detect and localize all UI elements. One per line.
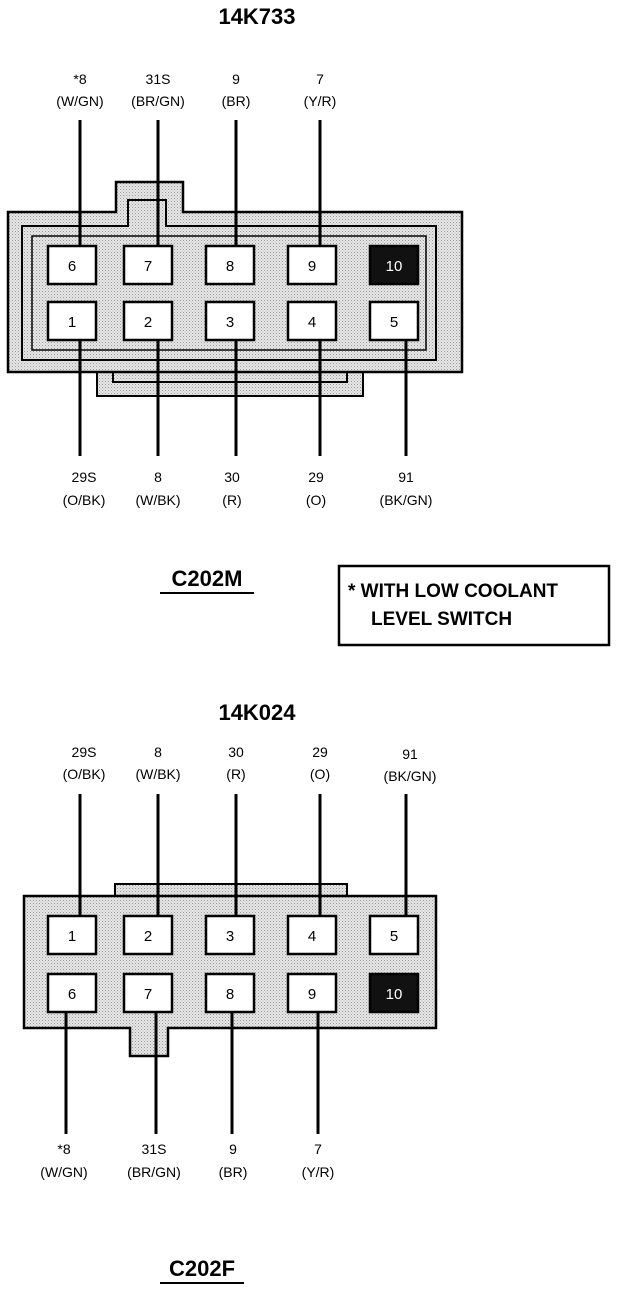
- pin-number: 8: [226, 986, 234, 1003]
- wire-label-color: (O/BK): [63, 492, 106, 508]
- wire-label-color: (BR): [222, 93, 251, 109]
- pin-cavity-unused: [368, 972, 420, 1014]
- pin-cavity: [204, 972, 256, 1014]
- wire-label-color: (O): [310, 766, 330, 782]
- pin-number: 6: [68, 258, 76, 275]
- wire-label-circuit: 31S: [146, 71, 171, 87]
- pin-cavity: [46, 914, 98, 956]
- wire-label-color: (W/BK): [135, 492, 180, 508]
- wire-label-circuit: 9: [232, 71, 240, 87]
- pin-number: 10: [386, 258, 403, 275]
- wire-label-color: (W/GN): [56, 93, 103, 109]
- pin-cavity: [368, 300, 420, 342]
- wire-label-circuit: 91: [398, 469, 414, 485]
- wire-label-color: (BR/GN): [127, 1164, 181, 1180]
- note-box: * WITH LOW COOLANT LEVEL SWITCH: [337, 564, 611, 647]
- pin-cavity-unused: [368, 244, 420, 286]
- wire-label-color: (W/BK): [135, 766, 180, 782]
- pin-cavity: [204, 300, 256, 342]
- wire-label-circuit: 30: [224, 469, 240, 485]
- wire-label-circuit: *8: [73, 71, 86, 87]
- wire-label-circuit: 29: [312, 744, 328, 760]
- pin-cavity: [204, 244, 256, 286]
- pin-number: 8: [226, 258, 234, 275]
- pin-number: 10: [386, 986, 403, 1003]
- pin-cavity: [46, 300, 98, 342]
- wire-label-circuit: *8: [57, 1141, 70, 1157]
- wire-label-circuit: 31S: [142, 1141, 167, 1157]
- pin-number: 9: [308, 986, 316, 1003]
- wire-label-color: (BK/GN): [380, 492, 433, 508]
- pin-cavity: [122, 972, 174, 1014]
- connector-name-c202f: C202F: [169, 1256, 235, 1281]
- pin-number: 9: [308, 258, 316, 275]
- pin-number: 5: [390, 314, 398, 331]
- c202f-lower-wire-labels: *8 (W/GN) 31S (BR/GN) 9 (BR) 7 (Y/R): [40, 1141, 334, 1180]
- wire-label-circuit: 30: [228, 744, 244, 760]
- pin-number: 4: [308, 928, 316, 945]
- pin-number: 1: [68, 928, 76, 945]
- pin-cavity: [286, 244, 338, 286]
- part-number-14k024: 14K024: [218, 700, 296, 725]
- wire-label-color: (Y/R): [302, 1164, 335, 1180]
- c202f-wires: [64, 794, 408, 1134]
- pin-number: 7: [144, 986, 152, 1003]
- c202f-lower-pins: 6 7 8 9 10: [46, 972, 420, 1014]
- note-line-2: LEVEL SWITCH: [371, 609, 512, 630]
- c202f-upper-wire-labels: 29S (O/BK) 8 (W/BK) 30 (R) 29 (O) 91 (BK…: [63, 744, 437, 784]
- pin-cavity: [286, 300, 338, 342]
- pin-cavity: [204, 914, 256, 956]
- wire-label-color: (O/BK): [63, 766, 106, 782]
- part-number-14k733: 14K733: [218, 4, 295, 29]
- c202m-upper-pins: 6 7 8 9 10: [46, 244, 420, 286]
- pin-number: 6: [68, 986, 76, 1003]
- pin-number: 2: [144, 928, 152, 945]
- pin-number: 5: [390, 928, 398, 945]
- note-line-1: * WITH LOW COOLANT: [348, 581, 558, 602]
- wire-label-circuit: 9: [229, 1141, 237, 1157]
- wire-label-color: (R): [226, 766, 245, 782]
- wire-label-color: (Y/R): [304, 93, 337, 109]
- wire-label-color: (R): [222, 492, 241, 508]
- wire-label-circuit: 7: [316, 71, 324, 87]
- pin-number: 3: [226, 314, 234, 331]
- note-frame: [337, 564, 611, 647]
- wire-label-circuit: 29S: [72, 744, 97, 760]
- connector-name-c202m: C202M: [172, 566, 243, 591]
- wire-label-color: (BR/GN): [131, 93, 185, 109]
- pin-cavity: [46, 244, 98, 286]
- pin-number: 2: [144, 314, 152, 331]
- pin-number: 4: [308, 314, 316, 331]
- wire-label-circuit: 8: [154, 744, 162, 760]
- pin-number: 3: [226, 928, 234, 945]
- wire-label-color: (W/GN): [40, 1164, 87, 1180]
- pin-cavity: [46, 972, 98, 1014]
- pin-cavity: [122, 914, 174, 956]
- wire-label-circuit: 91: [402, 746, 418, 762]
- c202m-wires: [78, 120, 408, 456]
- c202f-upper-pins: 1 2 3 4 5: [46, 914, 420, 956]
- wire-label-color: (BR): [219, 1164, 248, 1180]
- pin-cavity: [122, 300, 174, 342]
- pin-number: 7: [144, 258, 152, 275]
- wire-label-color: (BK/GN): [384, 768, 437, 784]
- c202m-lower-wire-labels: 29S (O/BK) 8 (W/BK) 30 (R) 29 (O) 91 (BK…: [63, 469, 433, 508]
- pin-cavity: [368, 914, 420, 956]
- wire-label-color: (O): [306, 492, 326, 508]
- wire-label-circuit: 8: [154, 469, 162, 485]
- pin-cavity: [286, 914, 338, 956]
- c202m-lower-pins: 1 2 3 4 5: [46, 300, 420, 342]
- connector-c202f: 14K024 29S (O/BK) 8 (W/BK) 30 (R) 29 (O)…: [22, 700, 438, 1284]
- c202m-upper-wire-labels: *8 (W/GN) 31S (BR/GN) 9 (BR) 7 (Y/R): [56, 71, 336, 109]
- pin-number: 1: [68, 314, 76, 331]
- wire-label-circuit: 7: [314, 1141, 322, 1157]
- connector-c202m: 14K733 *8 (W/GN) 31S (BR/GN) 9 (BR) 7 (Y…: [6, 4, 464, 594]
- wire-label-circuit: 29: [308, 469, 324, 485]
- pin-cavity: [122, 244, 174, 286]
- wire-label-circuit: 29S: [72, 469, 97, 485]
- pin-cavity: [286, 972, 338, 1014]
